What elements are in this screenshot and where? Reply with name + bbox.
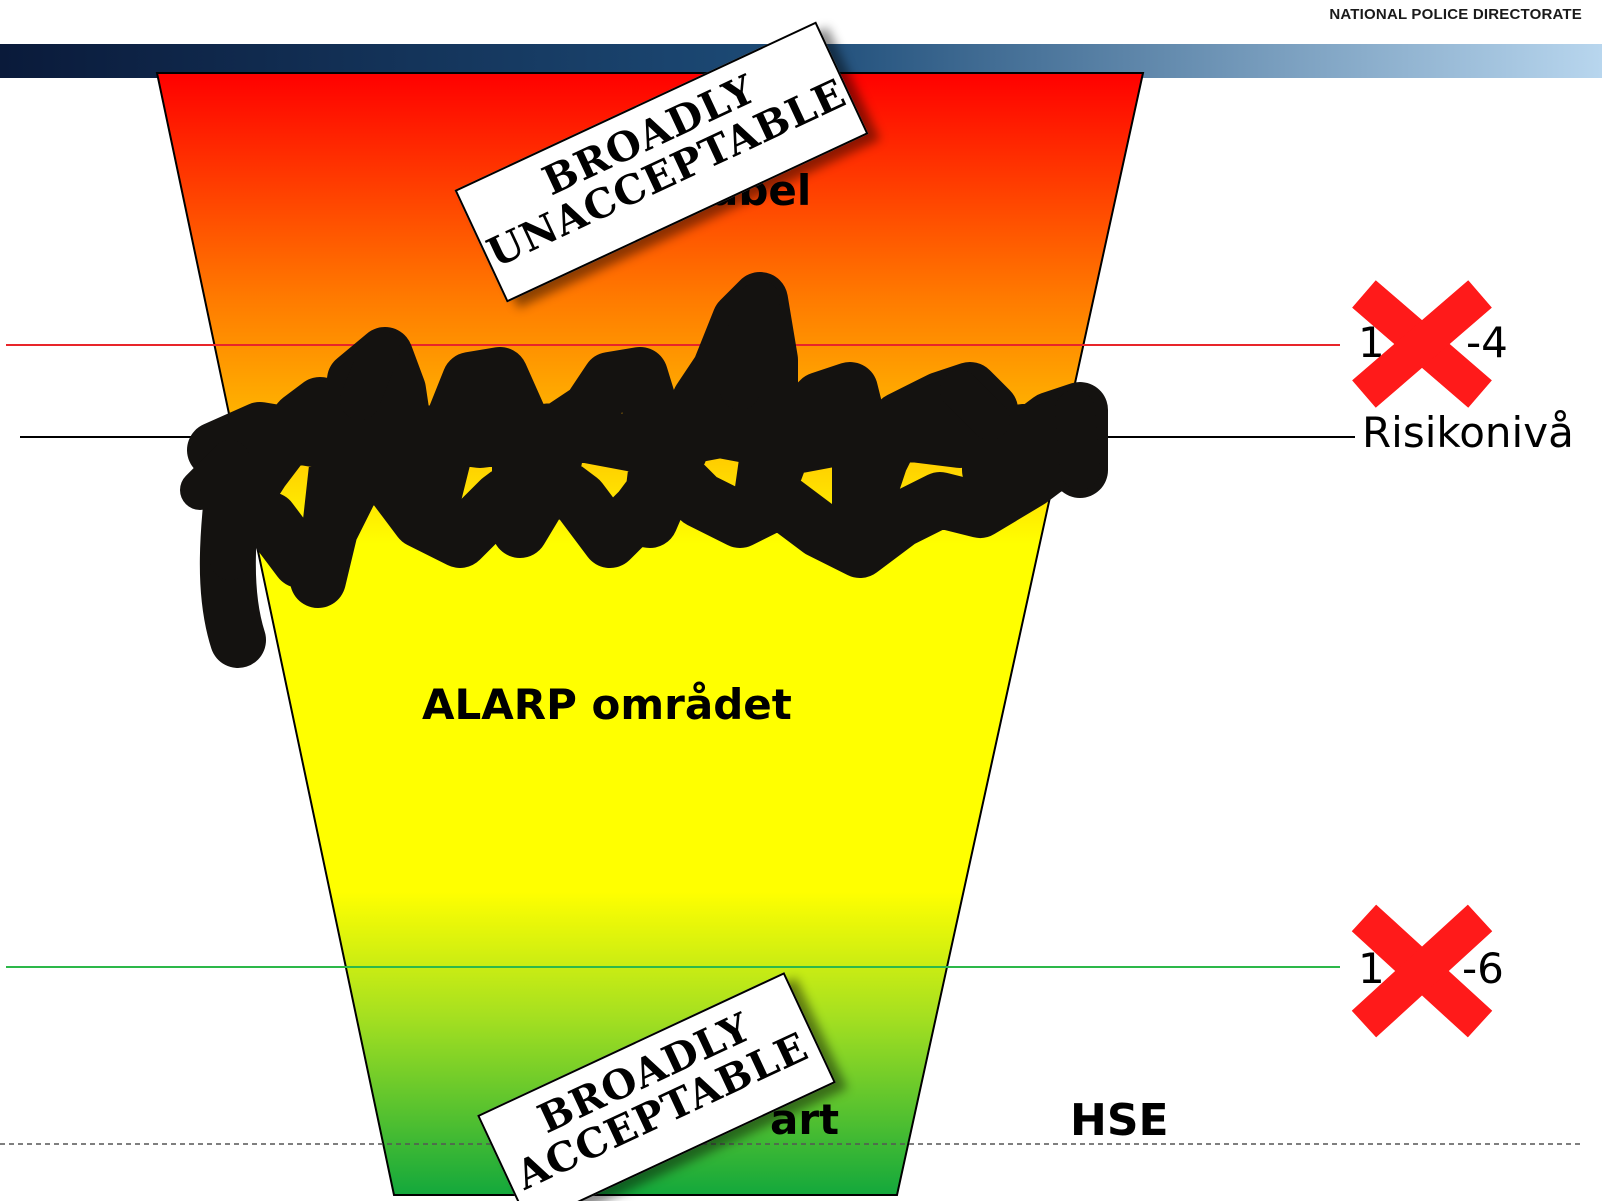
risk-funnel [155, 72, 1145, 1196]
organization-header: NATIONAL POLICE DIRECTORATE [1329, 6, 1582, 23]
lower-level-prefix: 1 [1358, 944, 1385, 993]
risk-level-label: Risikonivå [1362, 408, 1574, 457]
upper-level-prefix: 1 [1358, 318, 1385, 367]
lower-level-label: -6 [1462, 944, 1504, 993]
redaction-scribble [180, 272, 1108, 668]
upper-level-label: -4 [1466, 318, 1508, 367]
source-label: HSE [1070, 1095, 1169, 1146]
alarp-zone-label: ALARP området [422, 680, 792, 729]
